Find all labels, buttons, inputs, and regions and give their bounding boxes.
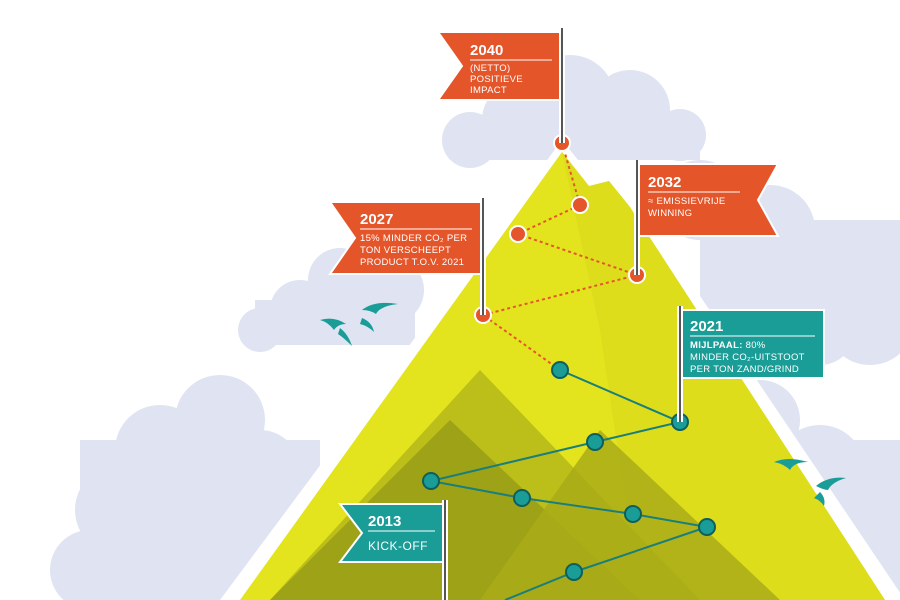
node (698, 518, 716, 536)
flag-2032-line2: WINNING (648, 208, 692, 219)
birds (320, 302, 846, 506)
flag-2021-line2: MINDER CO₂-UITSTOOT (690, 352, 805, 363)
past-nodes (422, 361, 716, 581)
node (565, 563, 583, 581)
flag-2021-line1-bold: MIJLPAAL: (690, 340, 743, 351)
flag-banner (328, 201, 482, 275)
flag-2027: 2027 15% MINDER CO₂ PER TON VERSCHEEPT P… (328, 198, 486, 315)
flag-2027-line2: TON VERSCHEEPT (360, 245, 451, 256)
bird-icon (360, 302, 398, 332)
flag-2013: 2013 KICK-OFF (337, 500, 448, 600)
node (551, 361, 569, 379)
flag-2040-line2: POSITIEVE (470, 74, 523, 85)
flag-2021-line1-rest: 80% (743, 340, 766, 351)
flag-2032-line1: ≈ EMISSIEVRIJE (648, 196, 726, 207)
flag-2040-year: 2040 (470, 42, 503, 59)
flag-2013-year: 2013 (368, 513, 401, 530)
flag-2027-line1: 15% MINDER CO₂ PER (360, 233, 467, 244)
bird-icon (774, 459, 808, 470)
node (422, 472, 440, 490)
bird-icon (320, 318, 352, 346)
flag-2032: 2032 ≈ EMISSIEVRIJE WINNING (634, 160, 780, 275)
flag-2040: 2040 (NETTO) POSITIEVE IMPACT (436, 28, 565, 143)
flag-2021-year: 2021 (690, 318, 723, 335)
flag-2013-line1: KICK-OFF (368, 539, 428, 553)
node (509, 225, 527, 243)
flag-banner (681, 309, 825, 379)
node (624, 505, 642, 523)
flag-2021-line1: MIJLPAAL: 80% (690, 340, 766, 351)
flag-2027-year: 2027 (360, 211, 393, 228)
flag-2032-year: 2032 (648, 174, 681, 191)
flag-2027-line3: PRODUCT T.O.V. 2021 (360, 257, 464, 268)
flag-2021-line3: PER TON ZAND/GRIND (690, 364, 799, 375)
node (513, 489, 531, 507)
future-path (480, 142, 641, 371)
bird-icon (814, 477, 846, 506)
flag-2040-line1: (NETTO) (470, 63, 510, 74)
node (571, 196, 589, 214)
node (586, 433, 604, 451)
flag-banner (436, 31, 561, 101)
flag-banner (638, 163, 780, 237)
flag-2040-line3: IMPACT (470, 85, 507, 96)
flag-banner (337, 503, 444, 563)
flag-2021: 2021 MIJLPAAL: 80% MINDER CO₂-UITSTOOT P… (677, 306, 825, 422)
